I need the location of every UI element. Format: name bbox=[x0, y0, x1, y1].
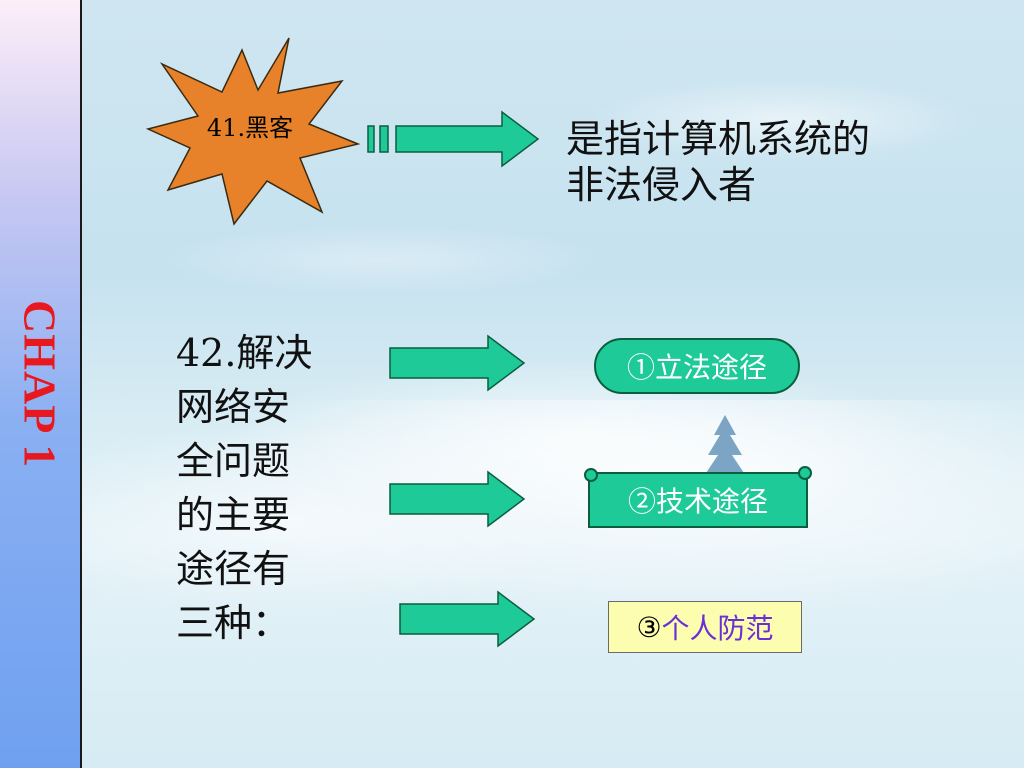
striped-arrow-icon bbox=[367, 110, 540, 168]
way-legislation: ①立法途径 bbox=[594, 338, 800, 394]
starburst-icon bbox=[146, 37, 361, 226]
description-line: 三种： bbox=[176, 601, 291, 645]
item42-description: 42.解决 网络安 全问题 的主要 途径有 三种： bbox=[176, 326, 312, 650]
arrow-icon bbox=[399, 590, 536, 648]
arrow-icon bbox=[389, 334, 526, 392]
description-line: 全问题 bbox=[176, 439, 291, 483]
way-personal-number: ③ bbox=[636, 610, 662, 644]
item41-term: 41.黑客 bbox=[206, 114, 294, 142]
arrow-icon bbox=[389, 470, 526, 528]
chapter-sidebar-label-wrap: CHAP 1 bbox=[0, 0, 80, 768]
description-line: 的主要 bbox=[176, 493, 291, 537]
way-technical: ②技术途径 bbox=[584, 466, 812, 528]
description-line: 途径有 bbox=[176, 547, 291, 591]
chapter-sidebar bbox=[0, 0, 82, 768]
chapter-label: CHAP 1 bbox=[14, 299, 66, 469]
tree-icon bbox=[704, 415, 746, 476]
item41-definition: 是指计算机系统的 非法侵入者 bbox=[566, 116, 870, 208]
way-technical-label: ②技术途径 bbox=[627, 485, 768, 518]
snow-background bbox=[82, 400, 1024, 768]
way-personal-label: 个人防范 bbox=[661, 612, 774, 645]
description-line: 42.解决 bbox=[176, 331, 313, 375]
definition-line: 非法侵入者 bbox=[566, 163, 757, 207]
definition-line: 是指计算机系统的 bbox=[566, 117, 871, 161]
description-line: 网络安 bbox=[176, 385, 291, 429]
